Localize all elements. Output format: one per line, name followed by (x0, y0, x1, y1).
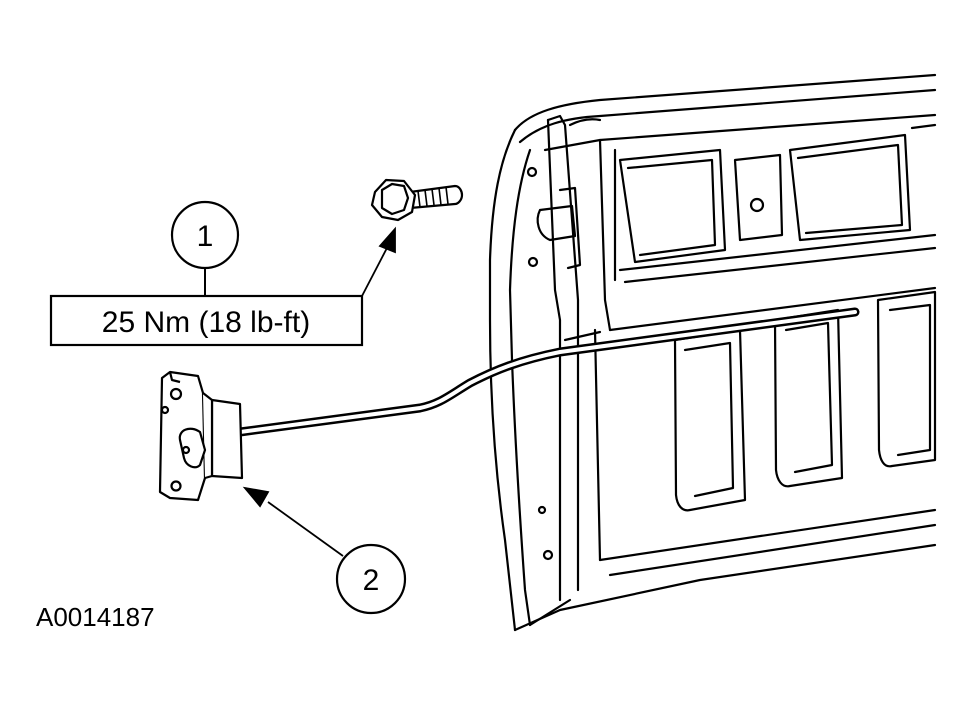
tailgate (488, 73, 937, 632)
callout-2-number: 2 (363, 564, 380, 597)
callout-2-circle (335, 543, 407, 615)
callout-2: 2 (335, 543, 407, 615)
figure-id: A0014187 (36, 602, 155, 632)
callout-1-number: 1 (197, 220, 214, 253)
latch-rod (235, 307, 860, 437)
arrowhead-1 (378, 226, 396, 254)
bolt (370, 178, 464, 222)
callout-1: 1 25 Nm (18 lb-ft) (49, 200, 364, 347)
arrowhead-2 (242, 486, 270, 508)
torque-spec-box (49, 294, 364, 347)
latch (158, 370, 244, 502)
torque-spec-text: 25 Nm (18 lb-ft) (102, 306, 310, 339)
leader-lines (242, 226, 396, 557)
